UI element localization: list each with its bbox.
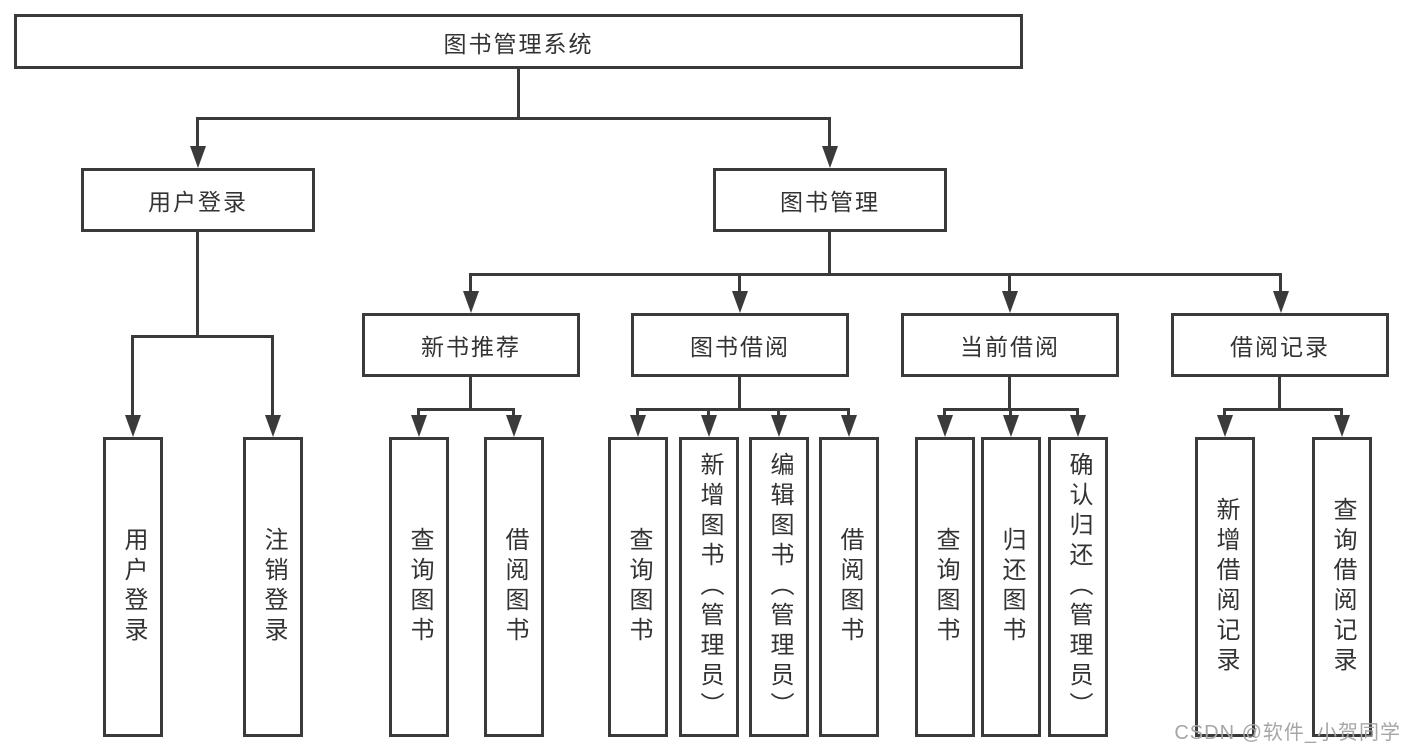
leaf-label: 新增图书（管理员） [696,452,723,722]
arrow-down-icon [265,415,281,437]
leaf-label: 查询图书 [625,527,652,647]
arrow-down-icon [411,415,427,437]
leaf-label: 确认归还（管理员） [1065,452,1092,722]
node-label: 图书管理 [780,189,880,215]
leaf-label: 注销登录 [260,527,287,647]
node-label: 新书推荐 [421,334,521,360]
connector-line [636,408,639,419]
leaf-borrow-books: 借阅图书 [819,437,879,737]
arrow-down-icon [841,415,857,437]
leaf-label: 借阅图书 [501,527,528,647]
arrow-down-icon [1334,415,1350,437]
connector-line [1008,273,1011,293]
connector-line [943,408,946,419]
arrow-down-icon [701,415,717,437]
leaf-label: 查询图书 [932,527,959,647]
arrow-down-icon [506,415,522,437]
leaf-query-books-current: 查询图书 [915,437,975,737]
connector-line [417,408,420,419]
connector-line [1076,408,1079,419]
leaf-query-books-borrow: 查询图书 [608,437,668,737]
node-book-borrow: 图书借阅 [631,313,849,377]
arrow-down-icon [1070,415,1086,437]
connector-line [1008,377,1011,410]
connector-line [828,232,831,275]
arrow-down-icon [125,415,141,437]
connector-line [469,273,472,293]
connector-line [417,408,515,411]
connector-line [131,335,134,419]
connector-line [828,117,831,150]
connector-line [512,408,515,419]
connector-line [636,408,850,411]
watermark: CSDN @软件_小贺同学 [1174,722,1401,744]
leaf-add-book-admin: 新增图书（管理员） [679,437,739,737]
leaf-confirm-return-admin: 确认归还（管理员） [1048,437,1108,737]
connector-line [1279,273,1282,293]
connector-line [271,335,274,419]
node-label: 图书借阅 [690,334,790,360]
node-label: 图书管理系统 [443,30,594,57]
leaf-borrow-books-recommend: 借阅图书 [484,437,544,737]
node-system-root: 图书管理系统 [14,14,1023,69]
arrow-down-icon [1217,415,1233,437]
leaf-user-login: 用户登录 [103,437,163,737]
leaf-label: 查询借阅记录 [1329,497,1356,677]
leaf-label: 用户登录 [120,527,147,647]
connector-line [469,273,1282,276]
arrow-down-icon [1003,415,1019,437]
connector-line [1340,408,1343,419]
connector-line [196,117,199,150]
node-label: 当前借阅 [960,334,1060,360]
leaf-query-books-recommend: 查询图书 [389,437,449,737]
arrow-down-icon [822,146,838,168]
arrow-down-icon [937,415,953,437]
connector-line [196,232,199,337]
node-current-borrow: 当前借阅 [901,313,1119,377]
node-label: 用户登录 [148,189,248,215]
leaf-return-books: 归还图书 [981,437,1041,737]
node-label: 借阅记录 [1230,334,1330,360]
leaf-query-borrow-record: 查询借阅记录 [1312,437,1372,737]
connector-line [517,69,520,120]
connector-line [847,408,850,419]
connector-line [196,117,831,120]
arrow-down-icon [771,415,787,437]
connector-line [1223,408,1226,419]
node-new-book-recommend: 新书推荐 [362,313,580,377]
arrow-down-icon [1002,291,1018,313]
leaf-edit-book-admin: 编辑图书（管理员） [749,437,809,737]
arrow-down-icon [463,291,479,313]
leaf-logout: 注销登录 [243,437,303,737]
arrow-down-icon [190,146,206,168]
connector-line [131,335,274,338]
arrow-down-icon [732,291,748,313]
node-book-management: 图书管理 [713,168,947,232]
leaf-label: 编辑图书（管理员） [766,452,793,722]
connector-line [738,273,741,293]
leaf-label: 查询图书 [406,527,433,647]
connector-line [777,408,780,419]
leaf-label: 借阅图书 [836,527,863,647]
arrow-down-icon [630,415,646,437]
leaf-label: 新增借阅记录 [1212,497,1239,677]
node-borrow-records: 借阅记录 [1171,313,1389,377]
connector-line [738,377,741,410]
node-user-login: 用户登录 [81,168,315,232]
leaf-add-borrow-record: 新增借阅记录 [1195,437,1255,737]
leaf-label: 归还图书 [998,527,1025,647]
connector-line [469,377,472,410]
connector-line [1278,377,1281,410]
arrow-down-icon [1273,291,1289,313]
connector-line [1223,408,1343,411]
connector-line [1009,408,1012,419]
connector-line [707,408,710,419]
